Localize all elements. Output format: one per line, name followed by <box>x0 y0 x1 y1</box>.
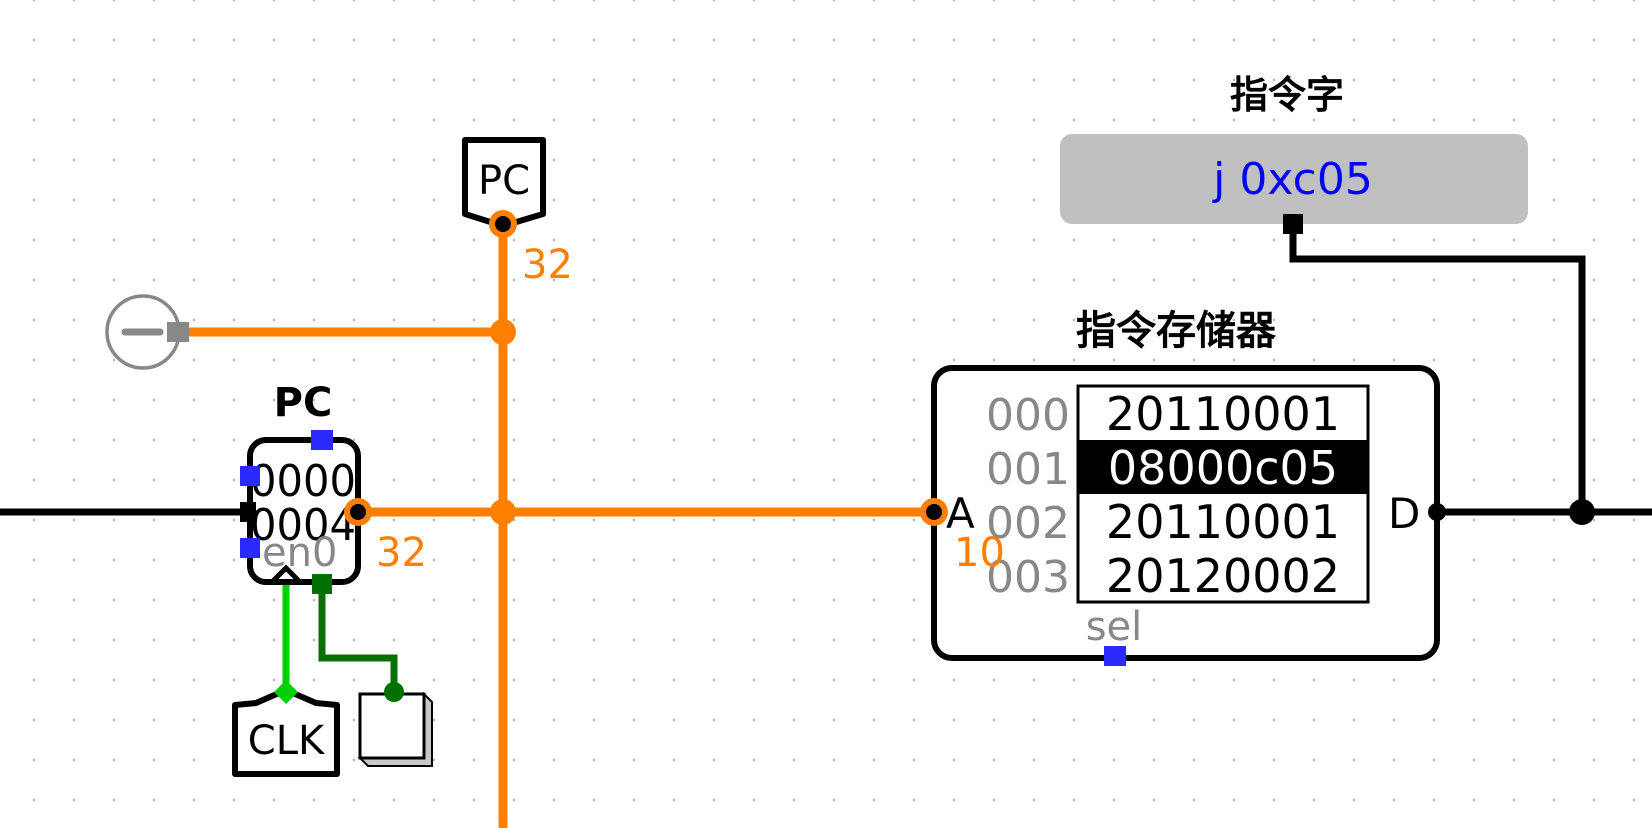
rom-row-address: 001 <box>986 444 1070 495</box>
pc-register-value-line2: 0004 <box>250 500 356 551</box>
clock-tunnel-port[interactable] <box>274 680 298 704</box>
pc-register-output-port-center <box>350 504 366 520</box>
pc-tunnel-label: PC <box>478 158 530 204</box>
pc-tunnel-bus-width: 32 <box>522 242 573 288</box>
rom-row-address: 003 <box>986 552 1070 603</box>
pc-register-title: PC <box>274 380 333 426</box>
enable-button[interactable] <box>357 682 433 767</box>
rom-address-width: 10 <box>954 530 1005 576</box>
pc-register-value-line1: 0000 <box>250 456 356 507</box>
instruction-label-title: 指令字 <box>1230 73 1344 117</box>
enable-button-face[interactable] <box>358 692 426 760</box>
rom-row-value: 20120002 <box>1106 549 1340 603</box>
junctions <box>490 319 1595 525</box>
rom-address-port-center <box>926 504 942 520</box>
wires <box>0 224 1652 828</box>
rom-data-port[interactable] <box>1428 503 1446 521</box>
rom-row-address: 000 <box>986 390 1070 441</box>
data-wire-to-label[interactable] <box>1289 224 1586 512</box>
rom-select-port[interactable] <box>1104 646 1126 666</box>
junction-dot <box>1569 499 1595 525</box>
pc-register-top-port[interactable] <box>311 430 333 450</box>
rom-data-label: D <box>1388 489 1420 538</box>
rom-title: 指令存储器 <box>1076 308 1277 354</box>
pc-register-bus-width: 32 <box>376 530 427 576</box>
pc-register-left-port-top[interactable] <box>240 466 260 486</box>
pc-register-left-port-bottom[interactable] <box>240 538 260 558</box>
instruction-label-value: j 0xc05 <box>1212 154 1373 205</box>
clock-tunnel-label: CLK <box>248 718 326 764</box>
junction-dot <box>490 499 516 525</box>
clock-tunnel-shape[interactable] <box>232 687 340 777</box>
rom-address-label: A <box>946 489 975 538</box>
label-input-port[interactable] <box>1283 214 1303 234</box>
rom-row-value: 20110001 <box>1106 387 1340 441</box>
rom-selected-row-highlight <box>1078 440 1368 494</box>
rom-row-address: 002 <box>986 498 1070 549</box>
rom-row-value-selected: 08000c05 <box>1108 441 1338 495</box>
instruction-label-component[interactable]: 指令字 j 0xc05 <box>1060 73 1528 234</box>
enable-button-port[interactable] <box>384 682 404 702</box>
clock-triangle-icon <box>270 564 302 584</box>
clock-tunnel[interactable]: CLK <box>232 680 340 777</box>
rom-row-value: 20110001 <box>1106 495 1340 549</box>
rom-component[interactable]: 指令存储器 000 20110001 001 08000c05 002 2011… <box>920 308 1446 666</box>
enable-wire[interactable] <box>318 582 398 690</box>
rom-select-label: sel <box>1086 604 1143 650</box>
pc-tunnel-shape[interactable] <box>462 137 546 229</box>
pc-register-component[interactable]: PC 0000 0004 en 0 32 <box>240 380 427 594</box>
constant-output-port[interactable] <box>167 322 189 342</box>
constant-component[interactable] <box>105 294 189 370</box>
pc-tunnel-port-center <box>495 216 511 232</box>
pc-register-enable-port[interactable] <box>312 574 332 594</box>
pc-tunnel[interactable]: PC 32 <box>462 137 573 288</box>
pc-register-data-input-port[interactable] <box>240 502 256 522</box>
instruction-label-box[interactable] <box>1060 134 1528 224</box>
pc-register-small-value: 0 <box>312 530 337 576</box>
junction-dot <box>490 319 516 345</box>
